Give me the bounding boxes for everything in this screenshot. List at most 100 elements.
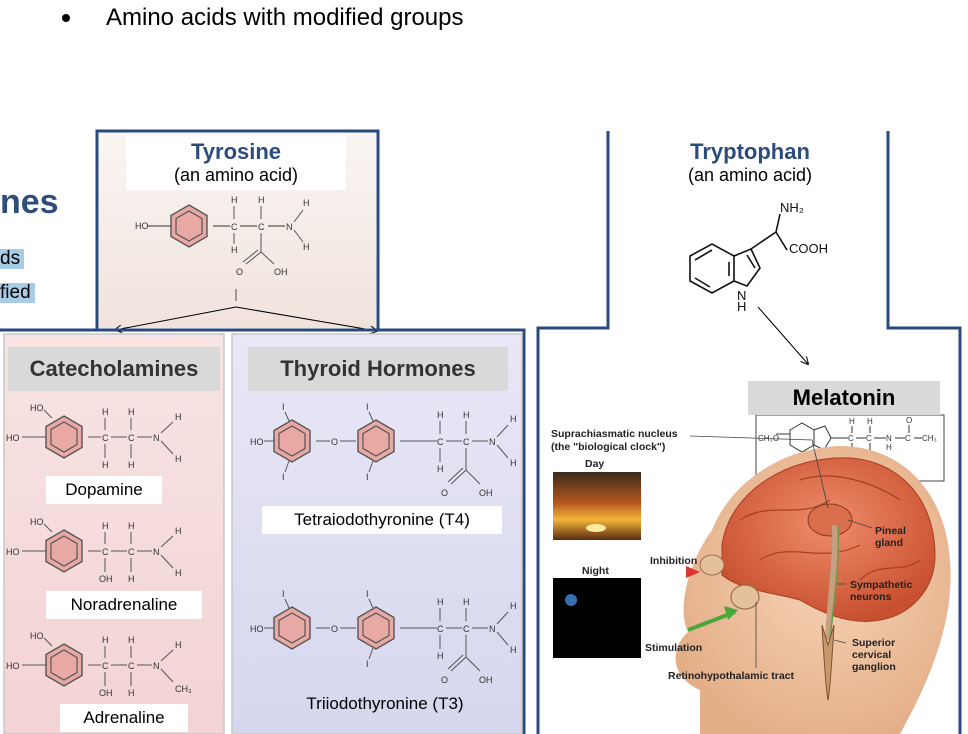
svg-text:C: C [437, 624, 444, 634]
tryptophan-label: Tryptophan (an amino acid) [640, 139, 860, 186]
t4-structure: HO I I O I I C C N H H H O OH H H [250, 402, 517, 498]
svg-text:H: H [437, 410, 444, 420]
label-superior-3: ganglion [852, 661, 896, 673]
svg-text:H: H [463, 410, 470, 420]
svg-text:CH₃: CH₃ [175, 684, 192, 694]
svg-text:OH: OH [99, 574, 113, 584]
leader-lines [689, 435, 873, 668]
svg-text:H: H [510, 458, 517, 468]
svg-text:OH: OH [99, 688, 113, 698]
svg-text:H: H [849, 417, 855, 426]
svg-text:C: C [102, 661, 109, 671]
svg-text:H: H [231, 195, 238, 205]
bullet-dot [62, 14, 70, 22]
svg-text:I: I [366, 589, 369, 599]
tyrosine-label: Tyrosine (an amino acid) [126, 139, 346, 186]
svg-text:H: H [886, 443, 892, 452]
svg-text:H: H [175, 526, 182, 536]
svg-text:C: C [848, 434, 854, 443]
svg-text:C: C [102, 433, 109, 443]
label-day: Day [585, 458, 604, 470]
svg-text:H: H [175, 412, 182, 422]
tryptophan-h: H [737, 299, 746, 314]
dopamine-label: Dopamine [46, 476, 162, 504]
svg-text:C: C [258, 222, 265, 232]
tyrosine-panel-border [95, 129, 380, 330]
svg-text:H: H [303, 198, 310, 208]
svg-text:O: O [236, 267, 243, 277]
tryptophan-n: N [737, 288, 746, 303]
label-pineal-1: Pineal [875, 525, 906, 537]
svg-text:H: H [128, 635, 135, 645]
svg-text:CH₃: CH₃ [922, 434, 937, 443]
melatonin-header: Melatonin [748, 381, 940, 415]
svg-text:H: H [463, 597, 470, 607]
svg-text:C: C [231, 222, 238, 232]
svg-text:N: N [489, 624, 496, 634]
tryptophan-subtitle: (an amino acid) [687, 165, 813, 185]
svg-text:O: O [906, 416, 912, 425]
svg-text:H: H [102, 460, 109, 470]
svg-text:I: I [366, 472, 369, 482]
svg-text:N: N [153, 433, 160, 443]
label-sympathetic-2: neurons [850, 591, 892, 603]
svg-text:H: H [128, 460, 135, 470]
adrenaline-label: Adrenaline [60, 704, 188, 732]
tyrosine-name: Tyrosine [190, 139, 282, 164]
label-sympathetic-1: Sympathetic [850, 579, 913, 591]
bullet-item: Amino acids with modified groups [62, 4, 464, 32]
noradrenaline-label: Noradrenaline [46, 591, 202, 619]
label-inhibition: Inhibition [650, 555, 697, 567]
svg-text:N: N [286, 222, 293, 232]
tyrosine-title-box [126, 135, 346, 190]
svg-text:I: I [282, 472, 285, 482]
label-scn: Suprachiasmatic nucleus [551, 428, 678, 440]
svg-text:N: N [886, 434, 892, 443]
t3-structure: HO I O I I C C N H H H O OH H H [250, 589, 517, 685]
svg-text:C: C [866, 434, 872, 443]
tryptophan-cooh: COOH [789, 241, 828, 256]
label-pineal-2: gland [875, 537, 903, 549]
svg-text:H: H [437, 597, 444, 607]
svg-text:C: C [463, 624, 470, 634]
svg-text:I: I [282, 402, 285, 412]
tryptophan-panel-left-border [536, 131, 610, 734]
earth-icon [565, 594, 577, 606]
svg-text:H: H [258, 195, 265, 205]
svg-text:H: H [510, 601, 517, 611]
svg-text:HO: HO [135, 221, 149, 231]
svg-text:C: C [128, 433, 135, 443]
svg-text:HO: HO [250, 624, 264, 634]
svg-text:I: I [366, 659, 369, 669]
adrenaline-structure: HO HO C C N H OH H H H CH₃ [6, 631, 192, 698]
head-illustration [675, 446, 951, 734]
arrow-to-thyroid [235, 306, 377, 331]
svg-text:HO: HO [30, 631, 44, 641]
svg-text:OH: OH [274, 267, 288, 277]
svg-text:C: C [128, 547, 135, 557]
label-tract: Retinohypothalamic tract [668, 670, 795, 682]
svg-text:C: C [128, 661, 135, 671]
svg-text:H: H [510, 645, 517, 655]
svg-text:HO: HO [250, 437, 264, 447]
svg-text:HO: HO [6, 433, 20, 443]
svg-text:H: H [175, 568, 182, 578]
svg-text:C: C [463, 437, 470, 447]
svg-text:H: H [102, 635, 109, 645]
thyroid-header: Thyroid Hormones [248, 347, 508, 391]
svg-text:H: H [231, 245, 238, 255]
tryptophan-structure [689, 213, 788, 294]
svg-text:OH: OH [479, 488, 493, 498]
svg-text:H: H [175, 640, 182, 650]
label-scn-2: (the "biological clock") [551, 441, 665, 453]
noradrenaline-structure: HO HO C C N H OH H H H H [6, 517, 182, 584]
svg-text:HO: HO [30, 517, 44, 527]
svg-text:C: C [102, 547, 109, 557]
svg-text:H: H [437, 464, 444, 474]
dopamine-structure: HO HO C C N H H H H H H [6, 403, 182, 470]
thyroid-bg [231, 333, 523, 734]
svg-text:H: H [303, 242, 310, 252]
svg-text:H: H [175, 454, 182, 464]
partial-line-2: fied [0, 283, 35, 303]
